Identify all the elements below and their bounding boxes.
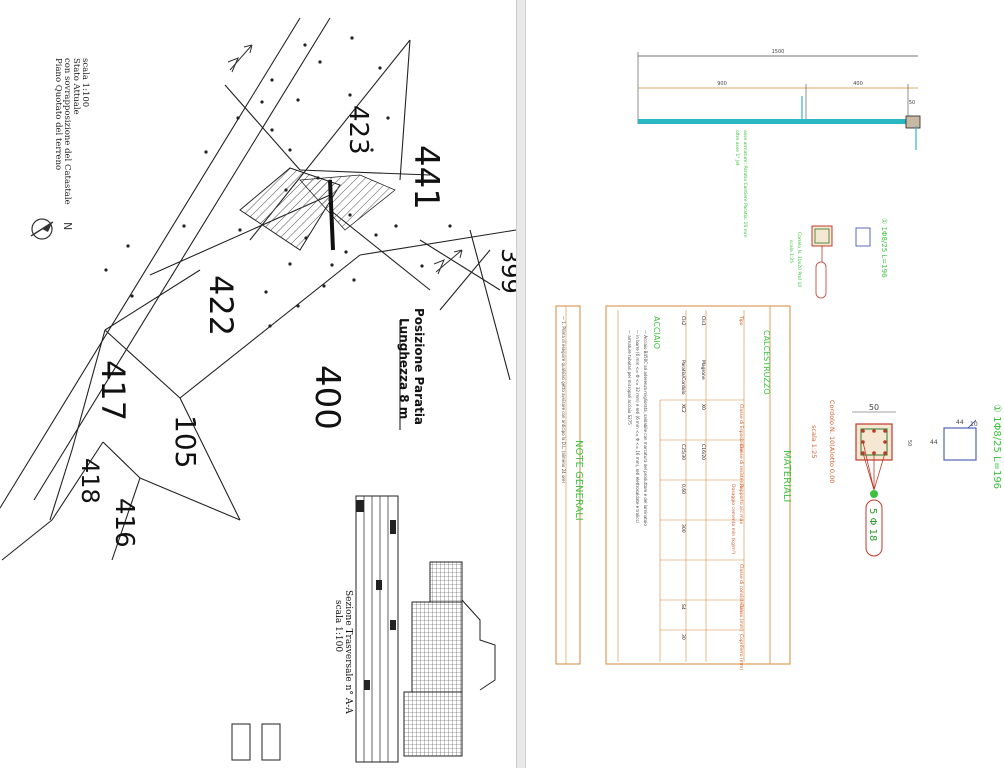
small-section: ① 1Φ8/25 L=196 Correlo N. 10x20 Prof 10 …	[788, 218, 888, 299]
svg-text:Classe di consistenza: Classe di consistenza	[738, 564, 744, 612]
stirrup-dim-2: 44	[930, 439, 938, 446]
dim-50: 50	[909, 100, 915, 106]
materials-title: MATERIALI	[781, 450, 792, 502]
main-section-note-2: scala 1:25	[810, 425, 818, 458]
section-width: 50	[869, 403, 879, 412]
small-section-label: ① 1Φ8/25 L=196	[880, 218, 888, 278]
dim-400: 400	[853, 81, 863, 87]
svg-text:Rapporto a/c max: Rapporto a/c max	[738, 484, 744, 524]
dim-total: 1500	[772, 49, 785, 55]
stirrup-dim-3: 10	[970, 421, 978, 428]
rebar-callout: 5 Φ 18	[867, 508, 878, 541]
parcel-labels: 441 423 422 417 105 418 416 400 399	[76, 105, 516, 548]
elevation-points	[104, 36, 452, 328]
steel-title: ACCIAIO	[652, 316, 661, 349]
north-label: N	[61, 222, 74, 230]
title-line-1: Piano Quotato del terreno	[53, 58, 63, 170]
svg-text:30: 30	[680, 634, 686, 640]
svg-text:Cls1: Cls1	[700, 316, 706, 326]
drawing-sheet-structural: 1500 900 400 50 asse armature: Paratia C…	[526, 0, 1004, 768]
boundary-lines	[0, 17, 516, 561]
svg-text:Posizione Paratia: Posizione Paratia	[412, 308, 426, 425]
page-separator	[516, 0, 526, 768]
svg-text:Lunghezza 8 m: Lunghezza 8 m	[397, 318, 411, 419]
svg-text:XC2: XC2	[680, 404, 686, 413]
notes-title: NOTE GENERALI	[573, 440, 584, 521]
svg-text:Copriferro (mm): Copriferro (mm)	[738, 634, 744, 670]
retaining-wall-position	[328, 179, 335, 251]
north-arrow-icon: N	[30, 218, 74, 240]
svg-text:— armature tubolari per microp: — armature tubolari per micropali acciai…	[627, 330, 632, 425]
section-title: Sezione Trasversale n° A-A	[343, 590, 353, 714]
structural-svg: 1500 900 400 50 asse armature: Paratia C…	[555, 49, 1002, 670]
title-line-4: scala 1:100	[80, 58, 90, 107]
small-section-note-2: scala 1:25	[788, 240, 794, 263]
section-scale: scala 1:100	[333, 600, 343, 652]
parcel-399: 399	[496, 248, 516, 294]
section-height: 50	[906, 440, 912, 446]
svg-text:C16/20: C16/20	[700, 444, 706, 460]
svg-text:Cls2: Cls2	[680, 316, 686, 326]
parcel-418: 418	[76, 458, 104, 504]
title-line-2: con sovrapposizione del Catastale	[62, 58, 72, 205]
title-block: Piano Quotato del terreno con sovrapposi…	[53, 58, 90, 205]
parcel-441: 441	[406, 145, 446, 210]
small-section-note-1: Correlo N. 10x20 Prof 10	[796, 232, 802, 287]
dim-900: 900	[717, 81, 727, 87]
parcel-416: 416	[109, 498, 139, 548]
svg-text:Dosaggio cemento min (kg/m³): Dosaggio cemento min (kg/m³)	[730, 484, 736, 554]
cross-section: Sezione Trasversale n° A-A scala 1:100	[333, 495, 496, 763]
svg-text:X0: X0	[700, 404, 706, 410]
svg-text:C25/30: C25/30	[680, 444, 686, 460]
main-section-note-1: Cordolo N. 10(A)otto 0,00	[828, 400, 836, 483]
beam-note-2: oltre asse 1° Jet	[734, 130, 740, 166]
legend-box-2	[261, 723, 281, 761]
svg-text:Tipo: Tipo	[738, 315, 744, 326]
section-arrows	[227, 44, 463, 275]
stirrup-dim-1: 44	[956, 419, 964, 426]
svg-text:Magrone: Magrone	[700, 360, 706, 380]
retaining-wall-label: Posizione Paratia Lunghezza 8 m	[397, 308, 426, 425]
main-section: 50 50 5 Φ 18 44 44 10 ① 1Φ8/25 L=196 Cor…	[810, 400, 1002, 557]
beam-note-1: asse armature: Paratia Cantiere Paratia:…	[742, 130, 748, 237]
parcel-422: 422	[202, 275, 240, 336]
svg-text:0,60: 0,60	[680, 484, 686, 494]
parcel-400: 400	[307, 365, 347, 430]
svg-text:Dmax (mm): Dmax (mm)	[738, 604, 744, 631]
parcel-105: 105	[169, 415, 202, 468]
beam-elevation: 1500 900 400 50 asse armature: Paratia C…	[637, 49, 921, 237]
svg-text:Classe di resistenza: Classe di resistenza	[738, 444, 744, 489]
notes-item-1: — 1. Prima di eseguire qualsiasi getto a…	[561, 316, 566, 483]
svg-text:S4: S4	[680, 604, 686, 610]
title-line-3: Stato Attuale	[71, 58, 81, 115]
drawing-sheet-site-plan: Piano Quotato del terreno con sovrapposi…	[0, 17, 516, 763]
svg-text:300: 300	[680, 524, 686, 533]
svg-text:Paratia/Cordolo: Paratia/Cordolo	[680, 360, 686, 395]
beam-bar	[638, 119, 908, 124]
svg-text:— in barre (6 mm <= Φ <= 32 mm: — in barre (6 mm <= Φ <= 32 mm) e reti (…	[635, 330, 640, 523]
parcel-417: 417	[94, 360, 132, 421]
legend-box-1	[231, 723, 251, 761]
svg-text:Classe di Esposizione: Classe di Esposizione	[738, 404, 744, 452]
excavation-area	[239, 167, 396, 251]
site-plan-svg: Piano Quotato del terreno con sovrapposi…	[0, 17, 516, 763]
materials-table: MATERIALI CALCESTRUZZO Tipo Classe di Es…	[605, 305, 792, 670]
beam-end-block	[905, 115, 921, 129]
main-section-label: ① 1Φ8/25 L=196	[991, 404, 1002, 489]
general-notes: NOTE GENERALI — 1. Prima di eseguire qua…	[555, 305, 584, 665]
concrete-title: CALCESTRUZZO	[762, 330, 771, 395]
parcel-423: 423	[343, 105, 373, 155]
svg-text:— Acciaio B450C ad aderenza mi: — Acciaio B450C ad aderenza migliorata, …	[643, 330, 648, 526]
